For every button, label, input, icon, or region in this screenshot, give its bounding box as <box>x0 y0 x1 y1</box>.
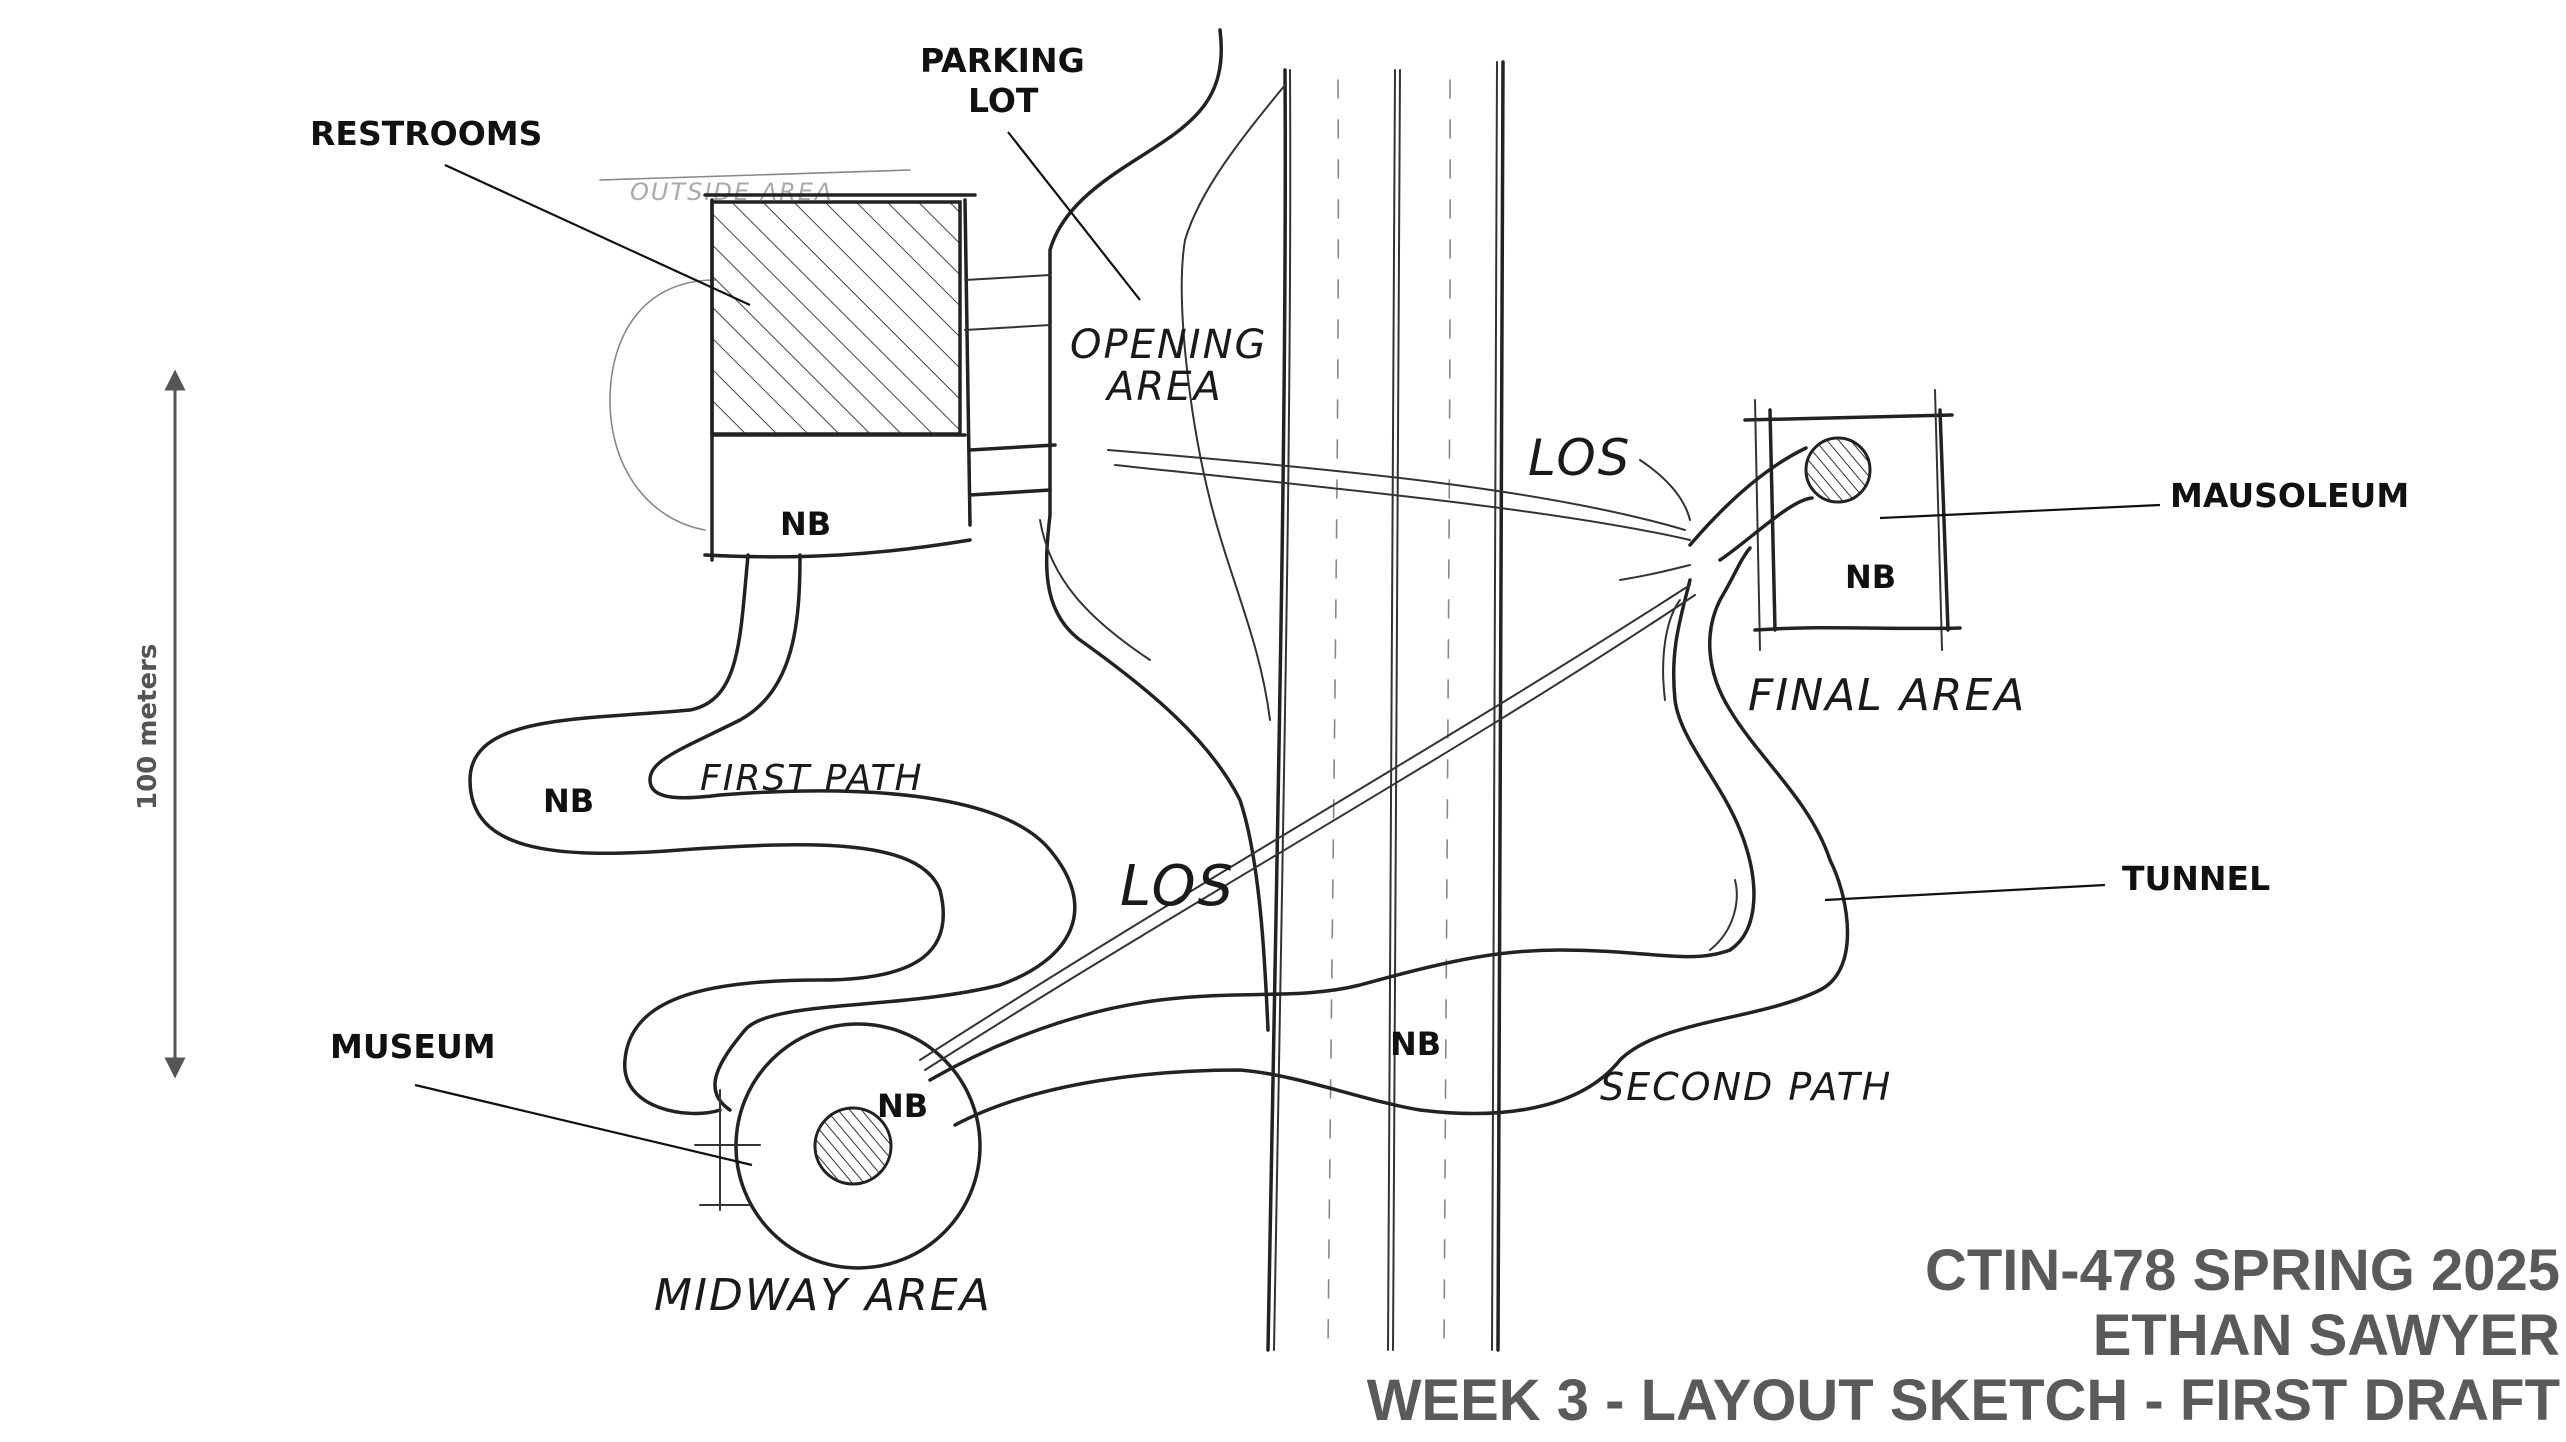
course-title: CTIN-478 SPRING 2025 <box>1925 1238 2560 1303</box>
nb-museum: NB <box>877 1087 928 1125</box>
los-top-label: LOS <box>1528 429 1631 487</box>
nb-road: NB <box>1390 1025 1441 1063</box>
parking-lot-label-line2: LOT <box>968 81 1039 120</box>
line-of-sight <box>919 449 1696 1071</box>
tunnel-leader <box>1824 883 2106 902</box>
final-area-label: FINAL AREA <box>1748 670 2026 721</box>
first-path <box>468 553 1077 1116</box>
second-path <box>928 546 1850 1127</box>
scale-bar: 100 meters <box>133 369 186 1079</box>
midway-area <box>694 1022 982 1270</box>
scale-label: 100 meters <box>133 644 163 810</box>
tunnel-label: TUNNEL <box>2122 859 2270 898</box>
final-area <box>1688 389 1962 651</box>
los-bottom-label: LOS <box>1120 854 1235 919</box>
mausoleum-building <box>1804 436 1872 504</box>
parking-lot-leader <box>1007 131 1141 301</box>
author-name: ETHAN SAWYER <box>2093 1303 2560 1368</box>
nb-restrooms: NB <box>780 505 831 543</box>
nb-mausoleum: NB <box>1845 558 1896 596</box>
second-path-label: SECOND PATH <box>1600 1065 1892 1109</box>
opening-area-label-line2: AREA <box>1104 364 1223 410</box>
museum-building <box>813 1106 893 1186</box>
title-block: CTIN-478 SPRING 2025 ETHAN SAWYER WEEK 3… <box>1367 1238 2560 1433</box>
sheet-subtitle: WEEK 3 - LAYOUT SKETCH - FIRST DRAFT <box>1367 1368 2560 1433</box>
restrooms-leader <box>444 164 751 306</box>
opening-area-label-line1: OPENING <box>1070 322 1268 368</box>
road <box>1266 60 1506 1352</box>
first-path-label: FIRST PATH <box>700 758 924 799</box>
parking-lot-label-line1: PARKING <box>920 41 1085 80</box>
mausoleum-leader <box>1879 503 2161 520</box>
opening-area-outline <box>1039 28 1286 1032</box>
restrooms-building: OUTSIDE AREA <box>599 169 1057 562</box>
museum-leader <box>414 1083 753 1167</box>
mausoleum-label: MAUSOLEUM <box>2170 476 2409 515</box>
midway-area-label: MIDWAY AREA <box>654 1270 992 1321</box>
restrooms-hatched-block <box>710 200 962 436</box>
nb-first-path: NB <box>543 782 594 820</box>
museum-label: MUSEUM <box>330 1027 496 1066</box>
restrooms-label: RESTROOMS <box>310 114 542 153</box>
